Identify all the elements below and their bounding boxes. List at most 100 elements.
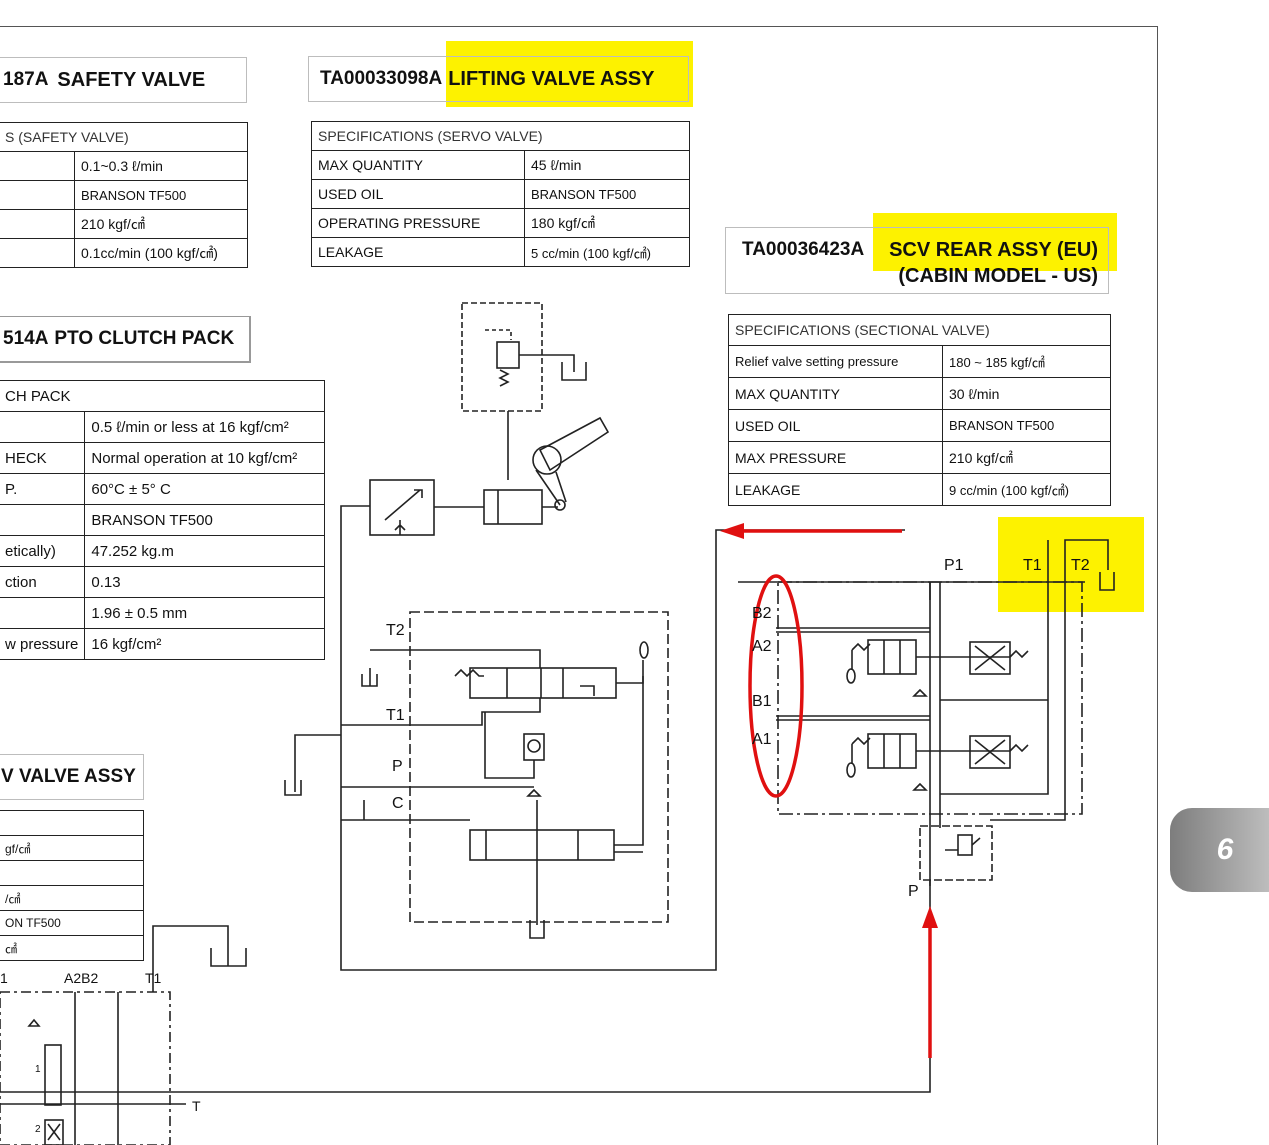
- lift-cylinder: [483, 489, 543, 525]
- flow-valve-title: V VALVE ASSY: [0, 754, 144, 800]
- table-cell: Relief valve setting pressure: [728, 345, 943, 378]
- scv-rear-spec-table: SPECIFICATIONS (SECTIONAL VALVE) Relief …: [728, 314, 1111, 506]
- table-cell: P.: [0, 473, 86, 505]
- lifting-valve-name: LIFTING VALVE ASSY: [448, 67, 655, 90]
- table-cell: 5 cc/min (100 kgf/㎠): [524, 237, 690, 267]
- bottom-valve-body: [0, 991, 171, 1145]
- return-loop: [340, 529, 905, 971]
- table-cell: HECK: [0, 442, 86, 474]
- return-arrow-head: [720, 523, 744, 539]
- scv-rear-table-header: SPECIFICATIONS (SECTIONAL VALVE): [728, 314, 1111, 346]
- table-cell: LEAKAGE: [311, 237, 525, 267]
- table-cell: etically): [0, 535, 86, 567]
- lift-port-t1: T1: [386, 707, 405, 724]
- pto-clutch-code: 514A: [3, 328, 49, 349]
- lift-arm-pivot: [532, 445, 562, 475]
- bottom-position-1: 1: [35, 1064, 41, 1075]
- lift-port-c: C: [392, 795, 404, 812]
- scv-port-t2: T2: [1071, 557, 1090, 574]
- safety-valve-name: SAFETY VALVE: [57, 68, 206, 91]
- bottom-port-left: 1: [0, 970, 8, 986]
- flow-valve-name: V VALVE ASSY: [1, 766, 136, 787]
- chapter-tab[interactable]: 6: [1170, 808, 1269, 892]
- port-group-annotation: [748, 574, 804, 798]
- scv-rear-name: SCV REAR ASSY (EU): [889, 239, 1098, 261]
- bottom-port-t: T: [192, 1098, 201, 1114]
- relief-spring: [498, 369, 510, 387]
- table-cell: ON TF500: [0, 910, 144, 936]
- bottom-tank-line: [152, 925, 247, 967]
- table-cell: Normal operation at 10 kgf/cm²: [84, 442, 325, 474]
- chapter-tab-number: 6: [1216, 833, 1234, 866]
- scv-port-b1: B1: [752, 693, 772, 710]
- scv-port-a1: A1: [752, 731, 772, 748]
- table-cell: ㎠: [0, 935, 144, 961]
- pto-clutch-spec-table: CH PACK 0.5 ℓ/min or less at 16 kgf/cm² …: [0, 380, 325, 660]
- table-cell: w pressure: [0, 628, 86, 660]
- bottom-position-2: 2: [35, 1124, 41, 1135]
- highlight-lifting-title: [446, 41, 693, 107]
- table-cell: USED OIL: [311, 179, 525, 209]
- safety-valve-code: 187A: [3, 69, 49, 90]
- table-cell: BRANSON TF500: [942, 409, 1111, 442]
- table-cell: [0, 209, 75, 239]
- lifting-valve-spec-table: SPECIFICATIONS (SERVO VALVE) MAX QUANTIT…: [311, 121, 690, 267]
- spool-lower: [469, 829, 615, 861]
- relief-valve-symbol: [496, 341, 520, 369]
- lift-port-p: P: [392, 758, 403, 775]
- highlight-scv-title: [873, 213, 1117, 271]
- table-cell: MAX QUANTITY: [311, 150, 525, 180]
- bottom-port-t1: T1: [145, 970, 162, 986]
- lifting-valve-title: TA00033098A LIFTING VALVE ASSY: [308, 56, 689, 102]
- lift-valve-body: [409, 611, 669, 923]
- table-cell: [0, 151, 75, 181]
- scv-detent-1: [969, 641, 1011, 675]
- table-cell: 0.1~0.3 ℓ/min: [74, 151, 248, 181]
- table-cell: /㎠: [0, 885, 144, 911]
- table-cell: [0, 238, 75, 268]
- lift-arm: [538, 416, 610, 472]
- bottom-port-a2b2: A2B2: [64, 970, 99, 986]
- pto-clutch-name: PTO CLUTCH PACK: [54, 328, 235, 349]
- check-valve-box: [523, 733, 545, 761]
- table-cell: BRANSON TF500: [74, 180, 248, 210]
- safety-valve-table-header: S (SAFETY VALVE): [0, 122, 248, 152]
- table-cell: BRANSON TF500: [84, 504, 325, 536]
- table-cell: 0.5 ℓ/min or less at 16 kgf/cm²: [84, 411, 325, 443]
- table-cell: LEAKAGE: [728, 473, 943, 506]
- table-cell: MAX PRESSURE: [728, 441, 943, 474]
- highlight-tank-ports: [998, 517, 1144, 612]
- relief-tank-line: [519, 354, 587, 381]
- table-cell: 45 ℓ/min: [524, 150, 690, 180]
- table-cell: [0, 860, 144, 886]
- scv-port-p1: P1: [944, 557, 964, 574]
- scv-rear-code: TA00036423A: [742, 239, 865, 260]
- scv-port-p: P: [908, 883, 919, 900]
- pto-clutch-table-header: CH PACK: [0, 380, 325, 412]
- scv-rear-name-2: (CABIN MODEL - US): [898, 265, 1098, 287]
- scv-pressure-line: [186, 880, 931, 1093]
- table-cell: 0.1cc/min (100 kgf/㎠): [74, 238, 248, 268]
- page-frame-right: [1157, 26, 1158, 1145]
- scv-relief-valve: [919, 825, 993, 881]
- scv-port-a2: A2: [752, 638, 772, 655]
- scv-spool-2: [867, 733, 917, 769]
- relief-valve-box: [461, 302, 543, 412]
- page-frame-top: [0, 26, 1158, 27]
- table-cell: [0, 411, 86, 443]
- table-cell: 16 kgf/cm²: [84, 628, 325, 660]
- scv-spool-1: [867, 639, 917, 675]
- supply-arrow-head: [922, 906, 938, 928]
- lifting-valve-code: TA00033098A: [320, 68, 443, 89]
- lift-pump-line: [284, 505, 370, 796]
- safety-valve-title: 187A SAFETY VALVE: [0, 57, 247, 103]
- table-cell: 210 kgf/㎠: [942, 441, 1111, 474]
- lift-port-t2: T2: [386, 622, 405, 639]
- table-cell: 9 cc/min (100 kgf/㎠): [942, 473, 1111, 506]
- pto-clutch-title: 514A PTO CLUTCH PACK: [0, 316, 251, 363]
- scv-port-t1: T1: [1023, 557, 1042, 574]
- table-cell: 180 ~ 185 kgf/㎠: [942, 345, 1111, 378]
- scv-detent-2: [969, 735, 1011, 769]
- scv-rear-title: TA00036423A SCV REAR ASSY (EU) (CABIN MO…: [725, 227, 1109, 294]
